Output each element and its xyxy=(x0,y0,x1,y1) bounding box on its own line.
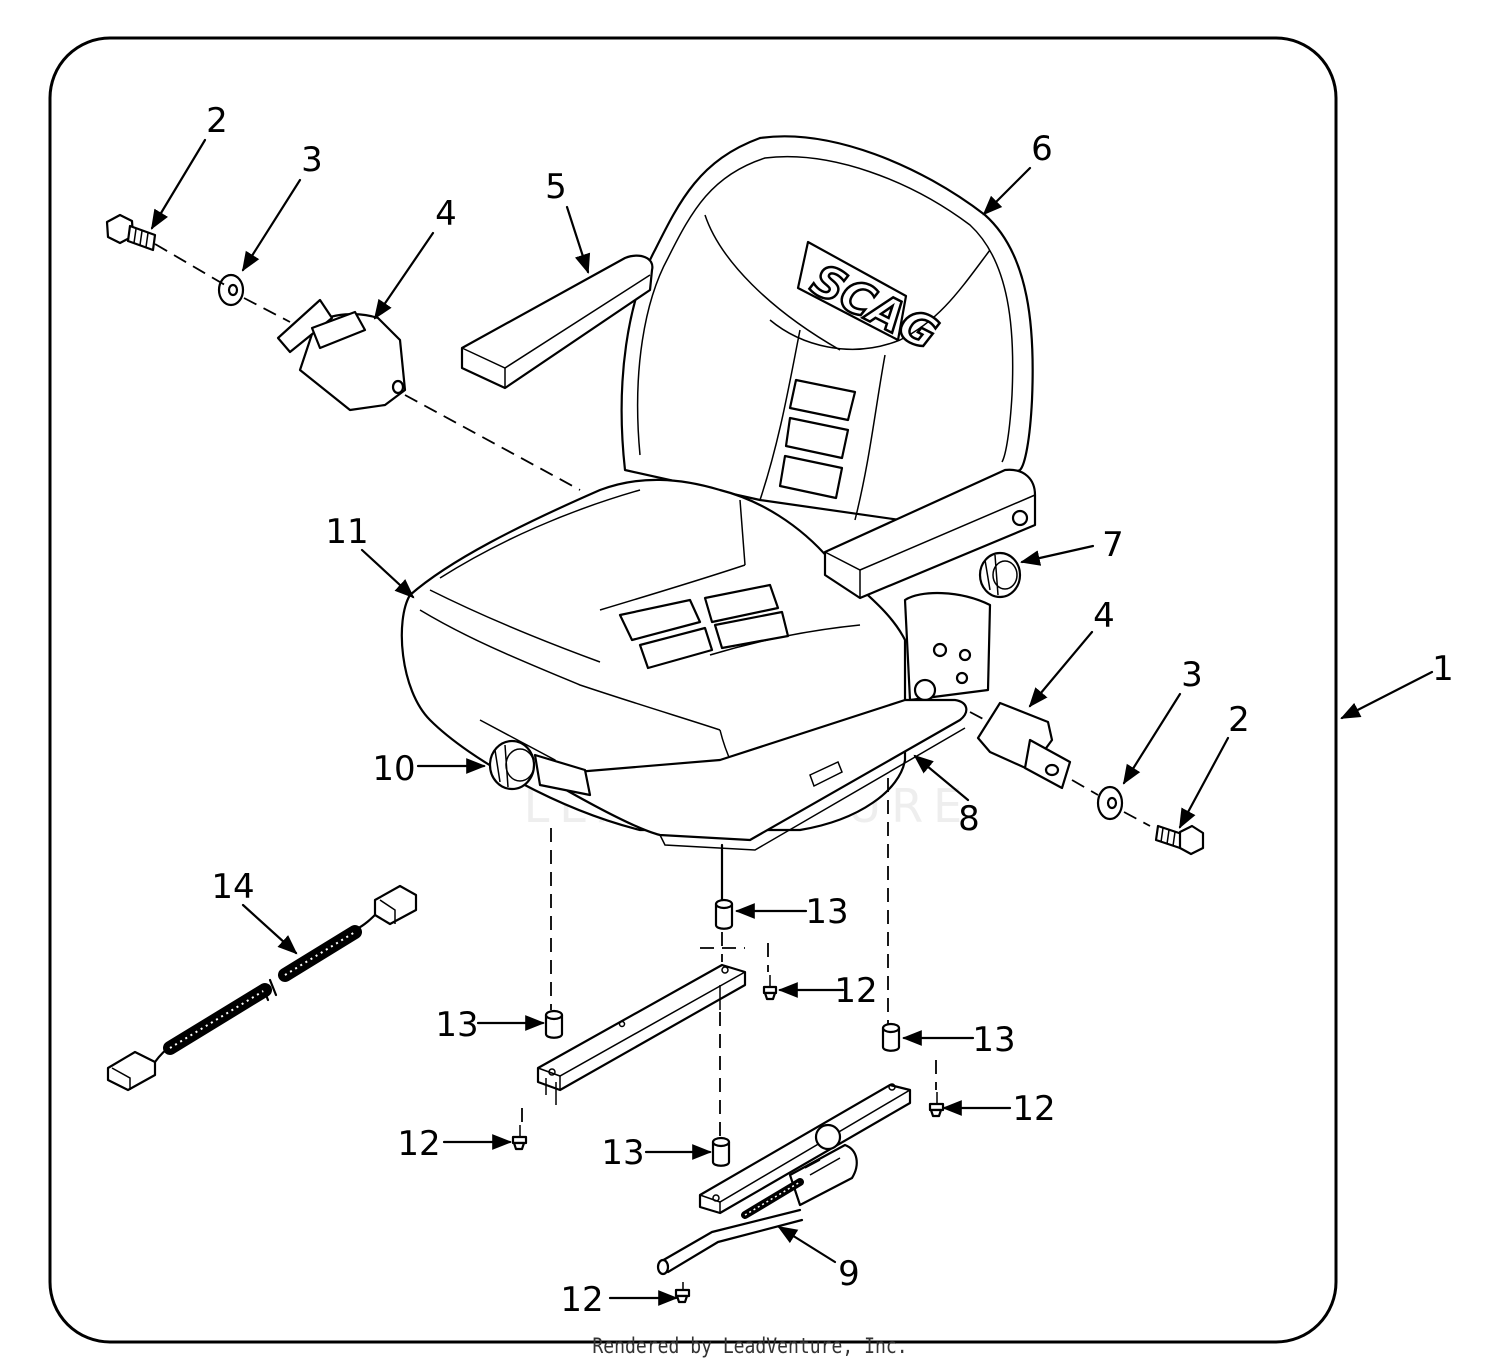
callout-12-a: 12 xyxy=(834,971,877,1011)
footer-credit: Rendered by LeadVenture, Inc. xyxy=(592,1334,908,1358)
bolt-upper-left xyxy=(105,213,157,252)
washer-right xyxy=(1096,785,1124,821)
callout-3-right: 3 xyxy=(1181,655,1203,695)
weight-adjust-knob xyxy=(488,739,592,797)
recline-knob xyxy=(978,551,1022,599)
callout-3-upper: 3 xyxy=(301,140,323,180)
callout-10: 10 xyxy=(372,749,415,789)
callouts: 1 2 3 4 5 6 7 4 3 2 8 9 10 11 12 12 12 1… xyxy=(206,101,1454,1320)
callout-5: 5 xyxy=(545,167,567,207)
callout-13-b: 13 xyxy=(435,1005,478,1045)
callout-1: 1 xyxy=(1432,649,1454,689)
callout-12-b: 12 xyxy=(397,1124,440,1164)
callout-12-c: 12 xyxy=(1012,1089,1055,1129)
side-bracket xyxy=(903,592,992,702)
screw-c xyxy=(928,1092,945,1118)
callout-6: 6 xyxy=(1031,129,1053,169)
right-armrest xyxy=(823,468,1037,600)
spacer-right xyxy=(881,1022,901,1052)
callout-11: 11 xyxy=(325,512,368,552)
spacer-upper xyxy=(714,898,734,930)
assembly-frame xyxy=(48,36,1338,1344)
screw-d xyxy=(674,1282,691,1304)
buckle-right xyxy=(976,701,1072,790)
callout-13-c: 13 xyxy=(972,1020,1015,1060)
screw-b xyxy=(511,1125,528,1151)
callout-4-upper: 4 xyxy=(435,194,457,234)
slide-rail-left xyxy=(536,963,747,1105)
callout-2-upper: 2 xyxy=(206,101,228,141)
wire-harness xyxy=(106,884,418,1092)
callout-4-right: 4 xyxy=(1093,596,1115,636)
left-armrest xyxy=(460,254,654,390)
callout-13-d: 13 xyxy=(601,1133,644,1173)
callout-9: 9 xyxy=(838,1254,860,1294)
leader-lines xyxy=(150,138,1434,1306)
callout-2-right: 2 xyxy=(1228,700,1250,740)
callout-13-a: 13 xyxy=(805,892,848,932)
callout-7: 7 xyxy=(1102,525,1124,565)
spacer-lower xyxy=(711,1136,731,1167)
screw-a xyxy=(762,975,778,1001)
callout-8: 8 xyxy=(958,799,980,839)
bolt-right xyxy=(1154,824,1205,856)
buckle-upper-left xyxy=(276,298,407,412)
spacer-left xyxy=(544,1009,564,1039)
seat-pan xyxy=(538,698,968,851)
seat-back: SCAG xyxy=(620,135,1034,522)
washer-upper-left xyxy=(217,273,245,307)
callout-12-d: 12 xyxy=(560,1280,603,1320)
slide-rail-right xyxy=(656,1083,912,1276)
callout-14: 14 xyxy=(211,867,254,907)
